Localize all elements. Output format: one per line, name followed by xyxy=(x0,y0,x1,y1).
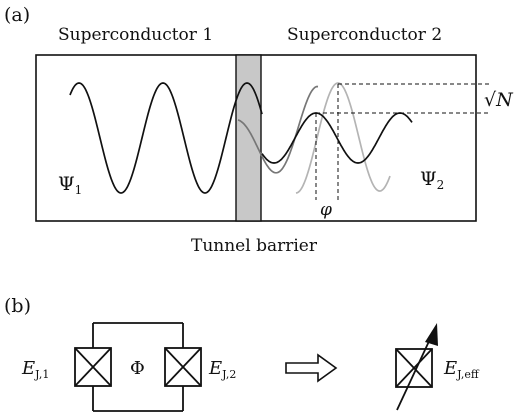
wavefunction-2-shifted xyxy=(295,82,391,194)
equivalence-arrow-icon xyxy=(285,353,338,383)
ej1-label: EJ,1 xyxy=(21,358,49,381)
panel-a-label: (a) xyxy=(4,4,30,26)
squid-loop xyxy=(92,322,184,412)
tunable-arrow-icon xyxy=(425,323,438,346)
josephson-junction-1 xyxy=(74,347,112,387)
superconductor-1-title: Superconductor 1 xyxy=(58,25,213,45)
tunnel-barrier-label: Tunnel barrier xyxy=(191,236,318,256)
ej2-label: EJ,2 xyxy=(208,358,236,381)
superconductor-2-title: Superconductor 2 xyxy=(287,25,442,45)
psi-1-symbol: Ψ1 xyxy=(58,173,82,197)
ej-eff-label: EJ,eff xyxy=(443,358,480,381)
effective-junction xyxy=(395,348,433,388)
psi-2-symbol: Ψ2 xyxy=(420,168,444,192)
wavefunction-2 xyxy=(261,112,413,164)
wavefunction-1 xyxy=(69,82,263,194)
flux-symbol: Φ xyxy=(130,358,145,379)
tunable-arrow-shaft xyxy=(396,336,432,411)
sqrt-n-label: √N xyxy=(484,89,514,111)
panel-b-label: (b) xyxy=(4,295,31,317)
phase-label: φ xyxy=(320,200,332,220)
wavefunction-2-decayed xyxy=(237,85,319,174)
josephson-junction-2 xyxy=(164,347,202,387)
tunnel-barrier xyxy=(235,54,262,222)
